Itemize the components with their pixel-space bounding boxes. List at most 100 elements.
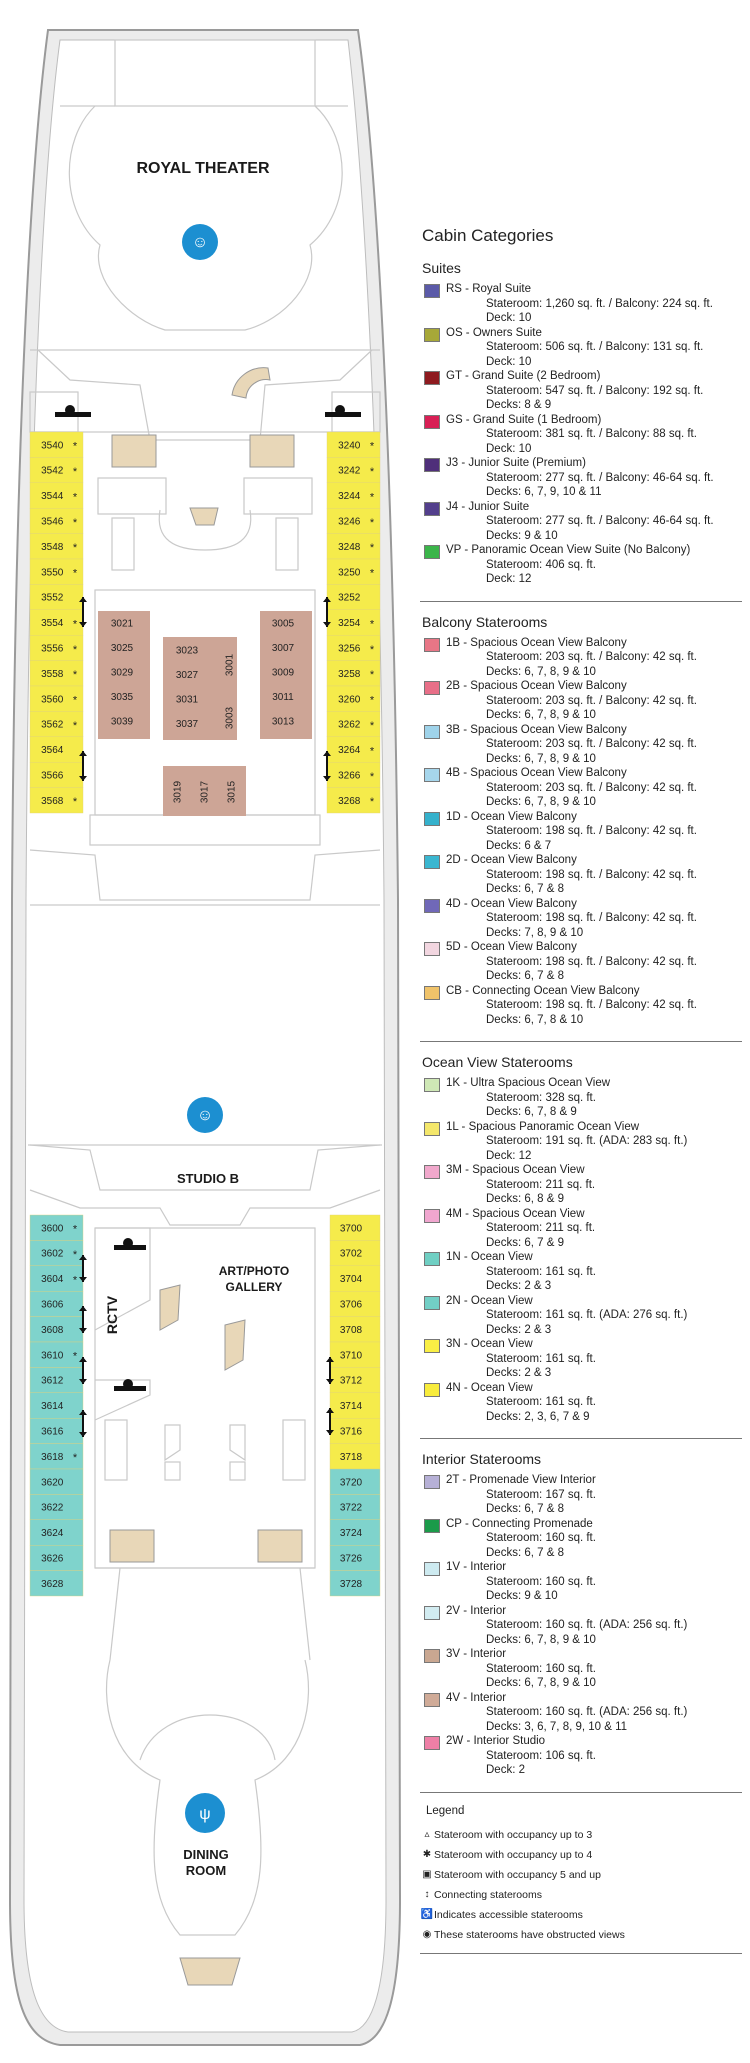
category-detail: Stateroom: 161 sq. ft. <box>486 1352 596 1365</box>
cabin-3562[interactable] <box>29 711 84 738</box>
category-detail: Stateroom: 203 sq. ft. / Balcony: 42 sq.… <box>486 781 697 794</box>
cabin-3560[interactable] <box>29 685 84 712</box>
cabin-3544[interactable] <box>29 482 84 509</box>
color-swatch <box>424 811 440 826</box>
arrow-head-icon <box>79 1306 87 1311</box>
cabin-3262[interactable] <box>326 711 381 738</box>
color-swatch <box>424 1518 440 1533</box>
asterisk-icon: * <box>370 796 375 808</box>
category-detail: Stateroom: 160 sq. ft. (ADA: 256 sq. ft.… <box>486 1619 688 1631</box>
staircase-icon <box>111 367 295 526</box>
cabin-3704[interactable] <box>329 1265 381 1292</box>
legend-text: Stateroom with occupancy up to 3 <box>434 1828 593 1841</box>
cabin-3716[interactable] <box>329 1417 381 1444</box>
cabin-number: 3244 <box>338 491 361 502</box>
elevator-icon-left <box>55 405 91 417</box>
category-detail: Stateroom: 198 sq. ft. / Balcony: 42 sq.… <box>486 955 697 968</box>
divider <box>420 1791 742 1793</box>
cabin-3548[interactable] <box>29 533 84 560</box>
cabin-3718[interactable] <box>329 1443 381 1470</box>
cabin-3240[interactable] <box>326 431 381 458</box>
cabin-3600[interactable] <box>29 1214 84 1241</box>
cabin-3250[interactable] <box>326 558 381 585</box>
midship-structure <box>28 1144 382 1226</box>
interior-block-starboard[interactable] <box>260 611 312 739</box>
category-detail: Decks: 6, 7, 9, 10 & 11 <box>486 486 602 498</box>
cabin-3564[interactable] <box>29 736 84 763</box>
cabin-3244[interactable] <box>326 482 381 509</box>
cabin-3708[interactable] <box>329 1316 381 1343</box>
cabin-column-forward-port: 3540*3542*3544*3546*3548*3550*35523554*3… <box>29 431 87 814</box>
cabin-3712[interactable] <box>329 1367 381 1394</box>
category-detail: Stateroom: 506 sq. ft. / Balcony: 131 sq… <box>486 341 704 353</box>
interior-block-port[interactable] <box>98 611 150 739</box>
category-detail: Stateroom: 211 sq. ft. <box>486 1178 596 1191</box>
category-name: GS - Grand Suite (1 Bedroom) <box>446 413 602 426</box>
asterisk-icon: * <box>370 517 375 529</box>
cabin-3258[interactable] <box>326 660 381 687</box>
cabin-3264[interactable] <box>326 736 381 763</box>
cabin-number: 3560 <box>41 694 64 705</box>
cabin-3550[interactable] <box>29 558 84 585</box>
cabin-number: 3015 <box>227 780 238 803</box>
legend: Legend ▵Stateroom with occupancy up to 3… <box>420 1805 742 1954</box>
cabin-3542[interactable] <box>29 457 84 483</box>
color-swatch <box>424 855 440 869</box>
cabin-3722[interactable] <box>329 1494 381 1521</box>
elevator-icon-right <box>325 405 361 417</box>
cabin-3620[interactable] <box>29 1468 84 1495</box>
cabin-number: 3628 <box>41 1579 64 1590</box>
color-swatch <box>424 681 440 695</box>
cabin-3552[interactable] <box>29 584 84 611</box>
cabin-3606[interactable] <box>29 1290 84 1317</box>
category-detail: Stateroom: 161 sq. ft. <box>486 1265 596 1278</box>
cabin-3556[interactable] <box>29 635 84 661</box>
category-name: 4B - Spacious Ocean View Balcony <box>446 767 627 779</box>
cabin-3246[interactable] <box>326 508 381 534</box>
interior-block-aft[interactable] <box>163 766 246 816</box>
arrow-head-icon <box>323 751 331 756</box>
elevator-icon-aft-1 <box>114 1238 146 1250</box>
cabin-3256[interactable] <box>326 635 381 661</box>
cabin-3602[interactable] <box>29 1240 84 1267</box>
category-detail: Stateroom: 406 sq. ft. <box>486 558 596 571</box>
cabin-3628[interactable] <box>29 1570 84 1597</box>
legend-title: Legend <box>426 1804 465 1817</box>
asterisk-icon: * <box>370 542 375 554</box>
interior-block-center[interactable] <box>163 637 237 740</box>
cabin-3622[interactable] <box>29 1494 84 1521</box>
cabin-3614[interactable] <box>29 1392 84 1419</box>
cabin-number: 3716 <box>340 1427 363 1438</box>
cabin-3252[interactable] <box>326 584 381 611</box>
cabin-3268[interactable] <box>326 787 381 814</box>
cabin-3248[interactable] <box>326 533 381 560</box>
cabin-3242[interactable] <box>326 457 381 483</box>
legend-text: Indicates accessible staterooms <box>434 1908 583 1921</box>
cabin-3260[interactable] <box>326 685 381 712</box>
cabin-number: 3540 <box>41 440 64 451</box>
cabin-3558[interactable] <box>29 660 84 687</box>
cabin-3610[interactable] <box>29 1341 84 1368</box>
cabin-3728[interactable] <box>329 1570 381 1597</box>
cabin-number: 3254 <box>338 618 361 629</box>
asterisk-icon: * <box>73 441 78 453</box>
cabin-3568[interactable] <box>29 787 84 814</box>
cabin-3608[interactable] <box>29 1316 84 1343</box>
cabin-3554[interactable] <box>29 609 84 636</box>
category-detail: Decks: 6, 7, 8, 9 & 10 <box>486 752 596 765</box>
cabin-3626[interactable] <box>29 1544 84 1571</box>
category-detail: Stateroom: 160 sq. ft. <box>486 1575 596 1588</box>
cabin-number: 3722 <box>340 1503 363 1514</box>
cabin-3724[interactable] <box>329 1519 381 1546</box>
cabin-number: 3009 <box>272 668 295 679</box>
cabin-3702[interactable] <box>329 1240 381 1267</box>
arrow-head-icon <box>326 1379 334 1384</box>
cabin-3720[interactable] <box>329 1468 381 1495</box>
cabin-3618[interactable] <box>29 1443 84 1470</box>
cabin-3710[interactable] <box>329 1341 381 1368</box>
cabin-3546[interactable] <box>29 508 84 534</box>
cabin-3700[interactable] <box>329 1214 381 1241</box>
